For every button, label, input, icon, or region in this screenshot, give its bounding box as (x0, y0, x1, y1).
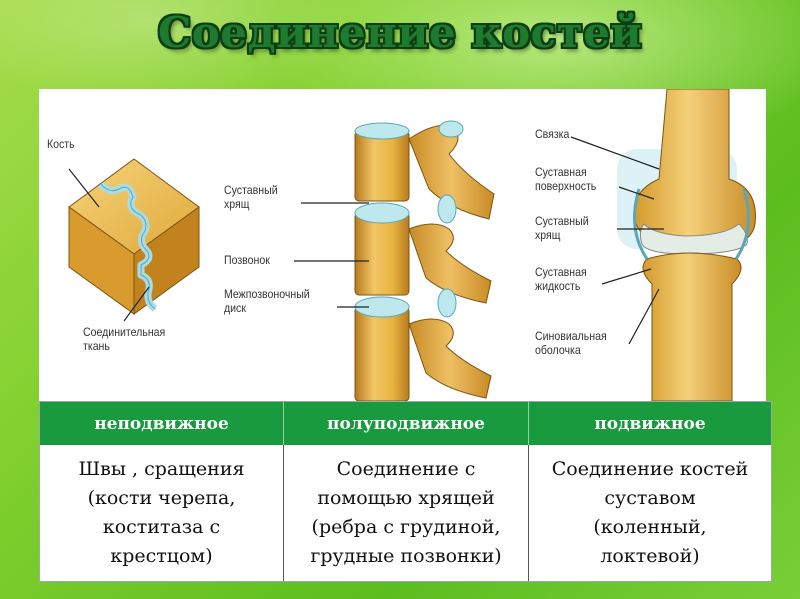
label-bone: Кость (47, 137, 75, 151)
cell-text: Швы , сращения (кости черепа, коститаза … (78, 458, 245, 567)
label-articular-cartilage: Суставный хрящ (224, 183, 278, 211)
cell-semi-movable: Соединение с помощью хрящей (ребра с гру… (284, 445, 529, 581)
label-joint-cartilage: Суставный хрящ (535, 214, 589, 242)
cell-movable: Соединение костей суставом (коленный, ло… (529, 445, 771, 581)
label-articular-surface: Суставная поверхность (535, 165, 597, 193)
leader-line (570, 136, 660, 170)
label-ligament: Связка (535, 127, 570, 141)
spine-illustration (294, 120, 495, 401)
header-immovable: неподвижное (40, 402, 284, 445)
table-row: Швы , сращения (кости черепа, коститаза … (40, 445, 771, 581)
joint-types-table: неподвижное полуподвижное подвижное Швы … (39, 401, 772, 582)
leader-line (601, 268, 652, 285)
leader-line (123, 286, 150, 322)
header-movable: подвижное (594, 413, 706, 434)
cell-immovable: Швы , сращения (кости черепа, коститаза … (40, 445, 284, 581)
cell-text: Соединение с помощью хрящей (ребра с гру… (310, 458, 502, 567)
joints-illustration: Кость Соединительная ткань Суставный хря… (39, 89, 766, 401)
page-title: Соединение костей (157, 8, 643, 57)
knee-joint-illustration (570, 89, 756, 401)
suture-bone-illustration (68, 158, 200, 322)
leader-line (628, 288, 660, 345)
table-header-row: неподвижное полуподвижное подвижное (40, 402, 771, 445)
header-semi-movable: полуподвижное (284, 402, 529, 445)
joints-drawing (68, 89, 756, 401)
label-vertebra: Позвонок (224, 253, 270, 267)
label-connective-tissue: Соединительная ткань (83, 325, 166, 353)
label-intervertebral-disc: Межпозвоночный диск (224, 287, 310, 315)
leader-line (618, 186, 655, 200)
cell-text: Соединение костей суставом (коленный, ло… (551, 458, 749, 567)
label-synovial-membrane: Синовиальная оболочка (535, 329, 607, 357)
label-synovial-fluid: Суставная жидкость (535, 265, 587, 293)
leader-line (68, 168, 100, 208)
